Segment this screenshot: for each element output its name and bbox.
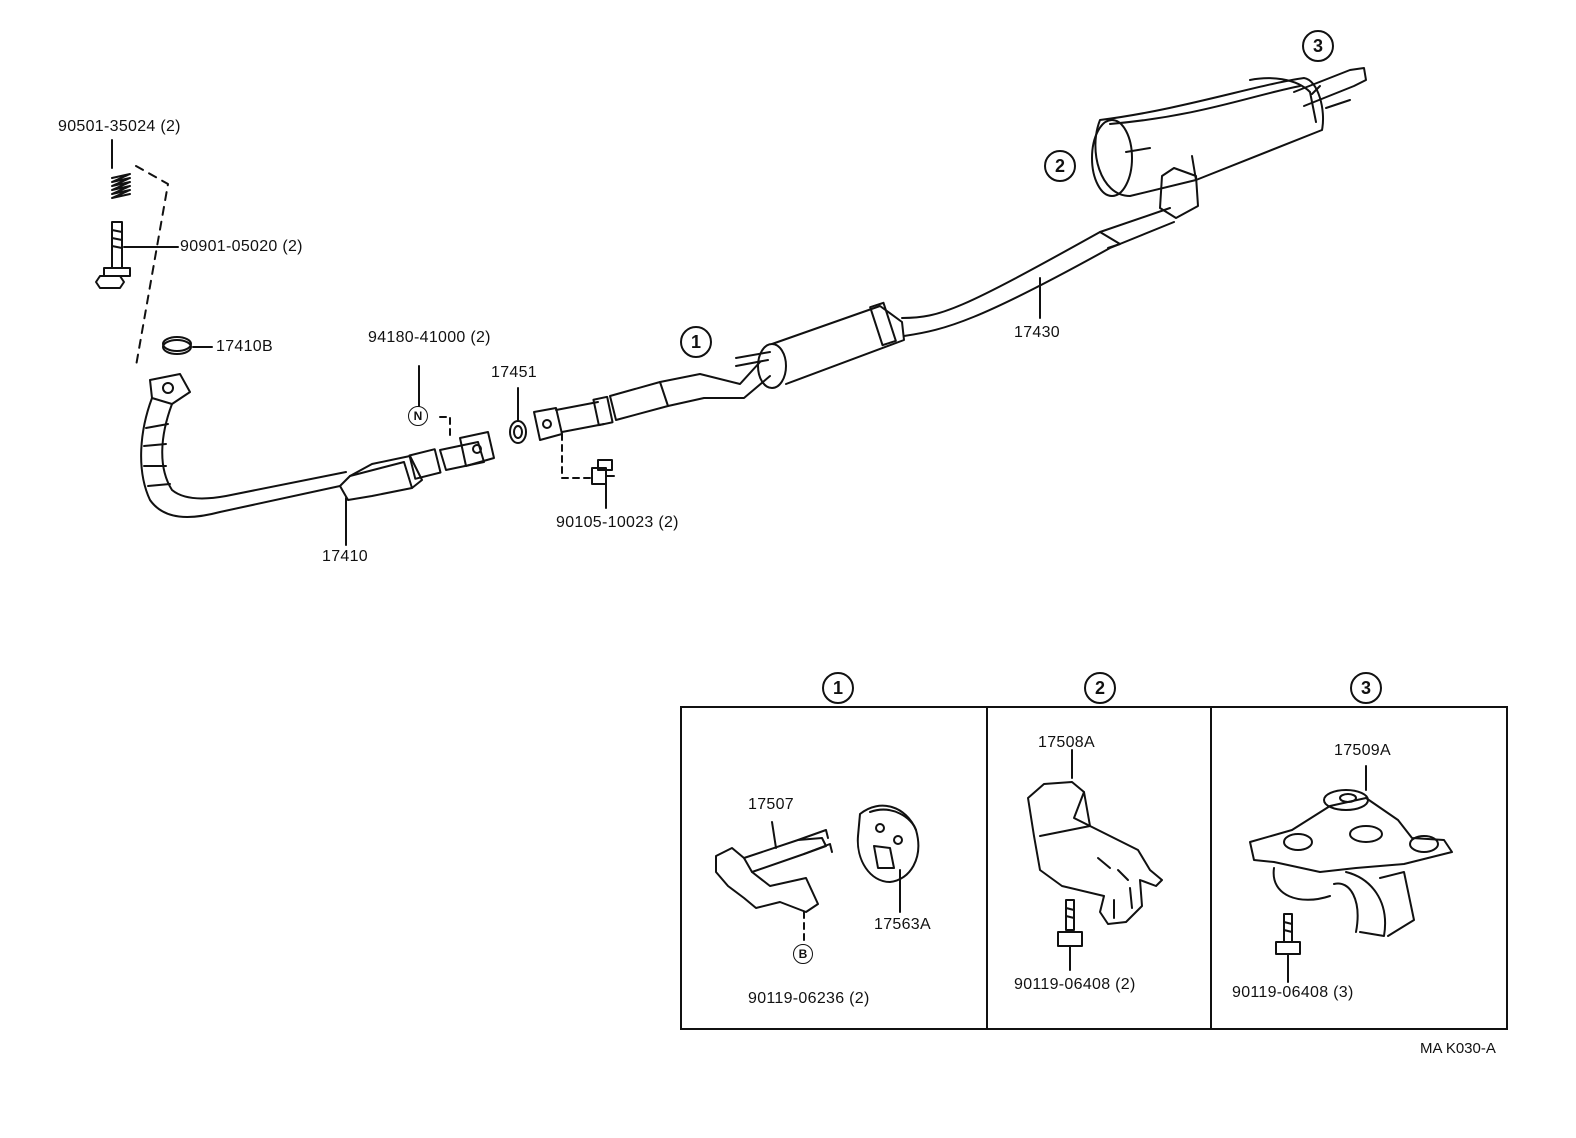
diagram-reference-code: MA K030-A <box>1420 1040 1496 1057</box>
callout-17430: 17430 <box>1014 324 1060 341</box>
bracket-17507-art <box>715 821 833 945</box>
location-marker-2: 2 <box>1044 150 1076 182</box>
location-marker-1: 1 <box>680 326 712 358</box>
part-90119-06408-2: 90119-06408 (2) <box>1014 976 1136 993</box>
rear-muffler <box>1091 67 1367 219</box>
part-17509A: 17509A <box>1334 742 1391 759</box>
spring-bolt-assembly <box>95 139 213 367</box>
detail-panel-3 <box>1210 706 1508 1030</box>
callout-90105-10023: 90105-10023 (2) <box>556 514 679 531</box>
b-mark: B <box>793 944 813 964</box>
center-exhaust-pipe <box>533 207 1175 441</box>
part-90119-06408-3: 90119-06408 (3) <box>1232 984 1354 1001</box>
callout-94180-41000: 94180-41000 (2) <box>368 329 491 346</box>
location-marker-3: 3 <box>1302 30 1334 62</box>
bracket-17508A-art <box>1027 749 1163 971</box>
front-exhaust-pipe <box>140 365 495 546</box>
panel-marker-3: 3 <box>1350 672 1382 704</box>
callout-90501-35024: 90501-35024 (2) <box>58 118 181 135</box>
part-17507: 17507 <box>748 796 794 813</box>
panel-marker-2: 2 <box>1084 672 1116 704</box>
callout-17451: 17451 <box>491 364 537 381</box>
part-17563A: 17563A <box>874 916 931 933</box>
part-90119-06236: 90119-06236 (2) <box>748 990 870 1007</box>
gasket-17451 <box>509 387 527 444</box>
panel-marker-1: 1 <box>822 672 854 704</box>
callout-90901-05020: 90901-05020 (2) <box>180 238 303 255</box>
rubber-hanger-17563A-art <box>856 804 920 913</box>
bolt-90105 <box>561 433 615 509</box>
callout-17410B: 17410B <box>216 338 273 355</box>
n-mark: N <box>408 406 428 426</box>
bracket-17509A-art <box>1249 765 1453 983</box>
detail-panel-1 <box>680 706 988 1030</box>
part-17508A: 17508A <box>1038 734 1095 751</box>
callout-17410: 17410 <box>322 548 368 565</box>
